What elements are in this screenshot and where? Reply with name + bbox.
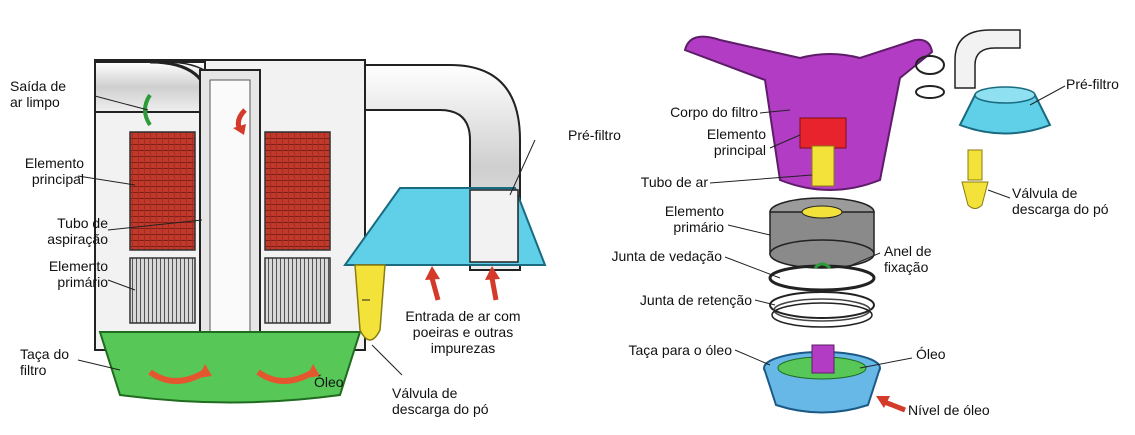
label-taca-filtro: Taça do filtro — [20, 346, 70, 378]
label-valvula-right: Válvula de descarga do pó — [1012, 185, 1109, 217]
air-tube — [811, 145, 835, 187]
pre-filter-assembly — [915, 29, 1052, 209]
left-leader-lines — [77, 95, 536, 376]
label-junta-retencao: Junta de retenção — [639, 292, 752, 308]
label-anel-fixacao: Anel de fixação — [884, 243, 932, 275]
label-oleo-right: Óleo — [916, 346, 946, 362]
label-pre-filtro-right: Pré-filtro — [1066, 76, 1119, 92]
label-pre-filtro-left: Pré-filtro — [568, 127, 621, 143]
oil-cup — [763, 367, 881, 414]
label-oleo-left: Óleo — [314, 374, 344, 390]
sealing-gasket — [768, 264, 876, 292]
main-element-red — [799, 117, 847, 149]
label-elemento-primario-left: Elemento primário — [48, 258, 108, 290]
label-entrada-ar: Entrada de ar com poeiras e outras impur… — [405, 308, 521, 356]
label-corpo-filtro: Corpo do filtro — [670, 104, 758, 120]
filter-body — [683, 35, 934, 191]
label-valvula-left: Válvula de descarga do pó — [392, 385, 489, 417]
retention-gasket — [769, 291, 875, 319]
label-elemento-principal-left: Elemento principal — [24, 155, 84, 187]
label-tubo-ar: Tubo de ar — [640, 174, 708, 190]
primary-element-left — [129, 257, 196, 324]
label-tubo-aspiracao: Tubo de aspiração — [47, 215, 108, 247]
main-element-left — [129, 131, 196, 251]
pre-filter-cyan — [958, 94, 1052, 135]
label-elemento-principal-right: Elemento principal — [706, 126, 766, 158]
fixing-ring — [813, 262, 832, 270]
label-taca-oleo: Taça para o óleo — [628, 342, 732, 358]
dust-valve — [354, 264, 386, 341]
label-junta-vedacao: Junta de vedação — [611, 248, 722, 264]
main-element-right — [264, 131, 331, 251]
filter-bowl — [98, 331, 362, 404]
right-exploded-filter — [683, 29, 1052, 414]
dust-valve-right — [961, 181, 989, 209]
label-elemento-primario-right: Elemento primário — [664, 203, 724, 235]
left-cutaway-filter — [94, 59, 547, 404]
label-nivel-oleo: Nível de óleo — [908, 402, 990, 418]
primary-element-right — [264, 257, 331, 324]
right-leader-lines — [709, 85, 1066, 369]
label-saida-ar-limpo: Saída de ar limpo — [10, 78, 67, 110]
inlet-arrows — [425, 266, 500, 301]
